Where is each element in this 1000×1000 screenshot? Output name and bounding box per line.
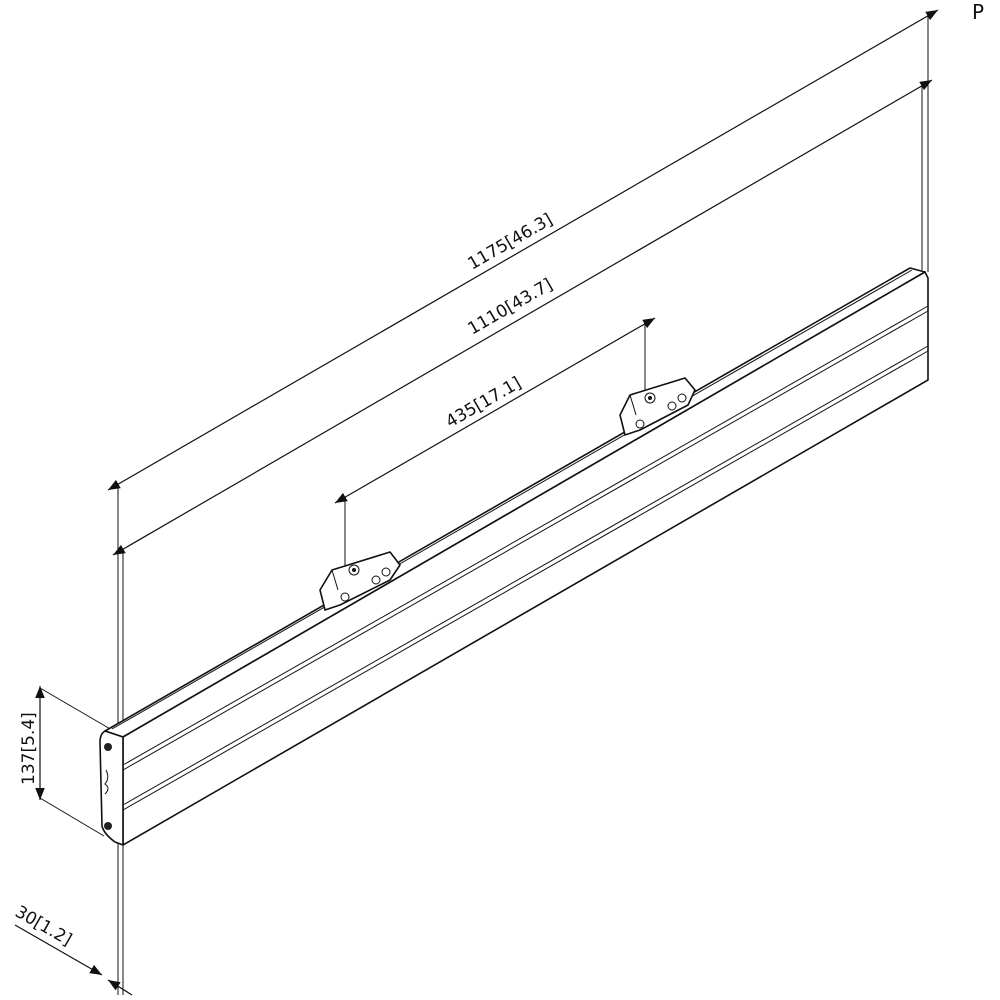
dimension-line-1110 [112,79,933,556]
mounting-bracket-right [619,377,696,436]
dimension-line-30 [14,924,103,976]
corner-text: P [972,0,985,24]
logo-mark [104,769,109,795]
screw-hole [104,822,112,830]
dimension-line-30b [107,979,133,996]
mounting-bracket-left [319,551,401,611]
wall-rail [99,267,929,846]
dimension-line-435 [334,317,656,504]
dimension-label-1175: 1175[46.3] [465,210,557,275]
dimension-label-30: 30[1.2] [12,902,76,950]
dimension-label-1110: 1110[43.7] [465,275,557,340]
dimension-label-137: 137[5.4] [19,712,39,785]
dimension-label-435: 435[17.1] [443,373,525,432]
screw-hole [104,743,112,751]
